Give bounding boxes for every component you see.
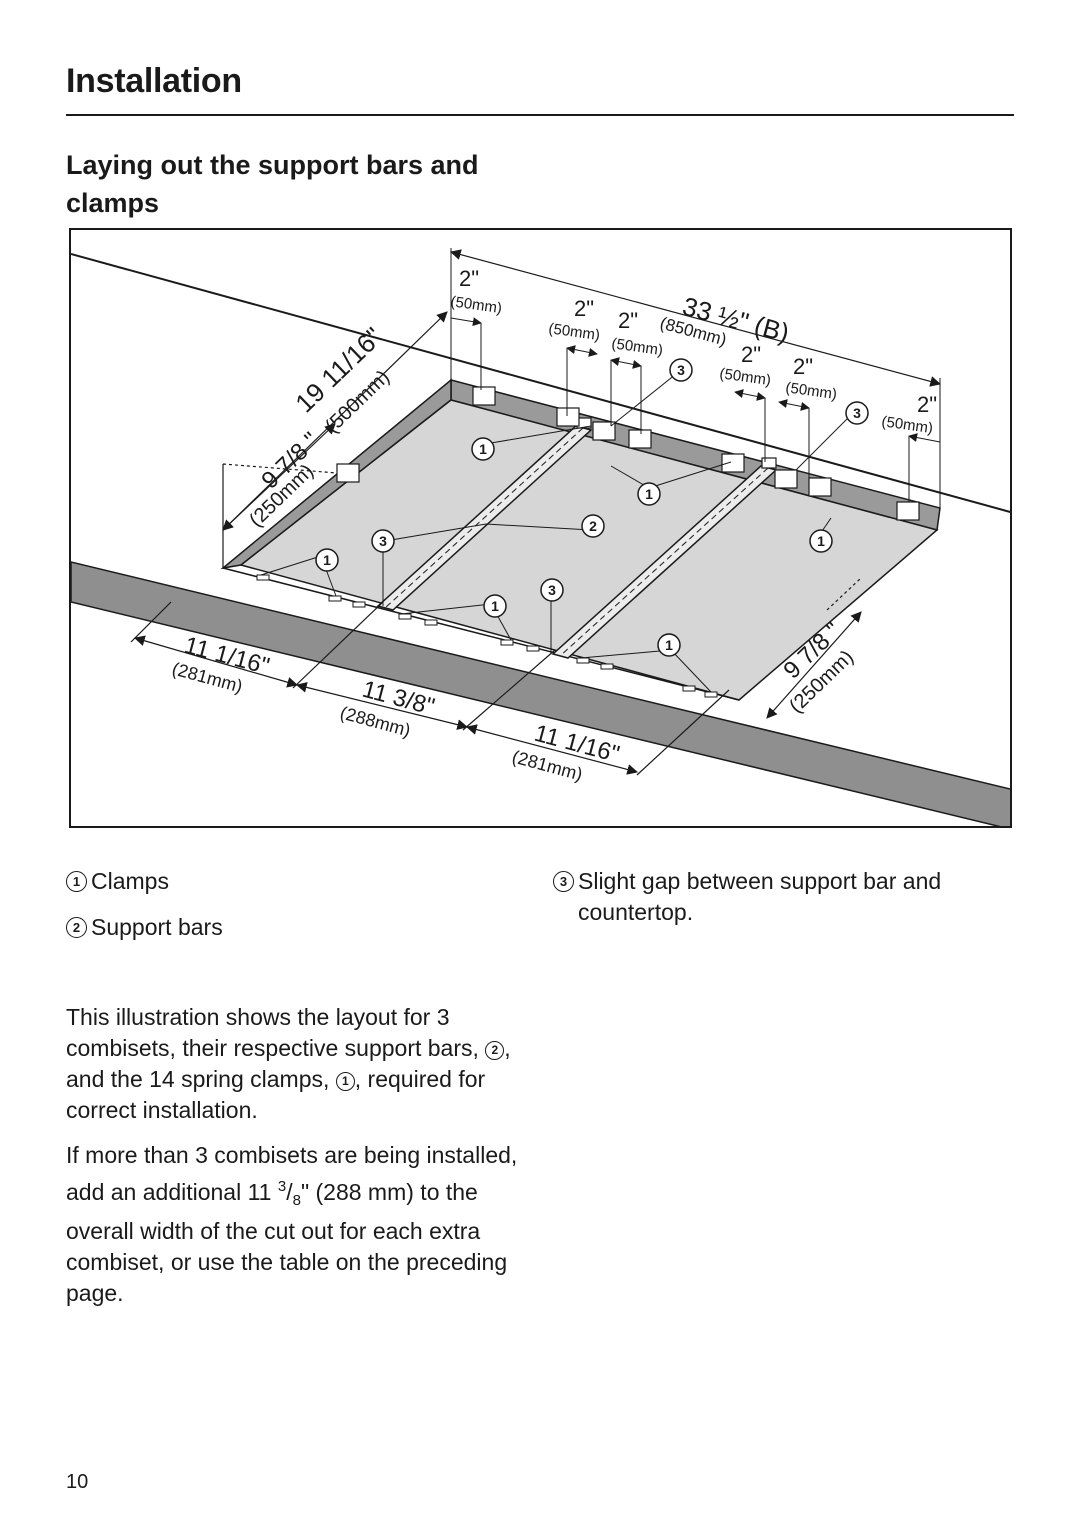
svg-text:3: 3 [677, 362, 685, 378]
callout-1-b: 1 [637, 482, 661, 506]
countertop-front-edge [71, 561, 1010, 826]
callout-numbers: 1 1 1 1 1 1 2 3 3 3 3 [315, 358, 869, 657]
svg-text:(50mm): (50mm) [547, 320, 601, 344]
legend-label: Support bars [91, 914, 223, 940]
svg-text:2": 2" [618, 308, 638, 333]
dimension-clamp-offsets [450, 317, 941, 502]
legend-item-gap: 3 Slight gap between support bar and cou… [553, 866, 1013, 928]
svg-text:3: 3 [853, 405, 861, 421]
svg-text:3: 3 [548, 582, 556, 598]
fraction-denominator: 8 [292, 1192, 301, 1209]
legend-left: 1 Clamps 2 Support bars [66, 866, 506, 958]
legend-item-support-bars: 2 Support bars [66, 912, 506, 943]
svg-text:1: 1 [479, 441, 487, 457]
svg-text:3: 3 [379, 533, 387, 549]
callout-1-a: 1 [471, 437, 495, 461]
svg-text:(50mm): (50mm) [449, 293, 503, 317]
callout-1-e: 1 [483, 594, 507, 618]
callout-3-d: 3 [845, 401, 869, 425]
legend-label: Slight gap between support bar and count… [578, 868, 942, 925]
svg-text:(50mm): (50mm) [610, 335, 664, 359]
legend-right: 3 Slight gap between support bar and cou… [553, 866, 1013, 943]
svg-text:2": 2" [574, 296, 594, 321]
svg-text:1: 1 [491, 598, 499, 614]
svg-text:2: 2 [589, 518, 597, 534]
callout-2: 2 [581, 514, 605, 538]
callout-3-a: 3 [371, 529, 395, 553]
title-rule [66, 114, 1014, 116]
body-paragraph-layout: This illustration shows the layout for 3… [66, 1004, 511, 1123]
diagram-svg: 1 1 1 1 1 1 2 3 3 3 3 33 ½" (B) (850mm) [71, 248, 1010, 826]
callout-3-c: 3 [669, 358, 693, 382]
svg-text:2": 2" [459, 266, 479, 291]
svg-text:2": 2" [741, 342, 761, 367]
svg-text:(50mm): (50mm) [784, 379, 838, 403]
page-number: 10 [66, 1471, 89, 1493]
svg-text:(50mm): (50mm) [718, 365, 772, 389]
legend-item-clamps: 1 Clamps [66, 866, 506, 897]
dimension-right-depth [766, 577, 862, 719]
legend-number: 2 [66, 917, 87, 938]
dimension-front-segments [130, 601, 730, 776]
support-bar-right [551, 457, 778, 659]
svg-text:1: 1 [665, 637, 673, 653]
svg-text:2": 2" [793, 354, 813, 379]
svg-text:1: 1 [645, 486, 653, 502]
inline-callout-1: 1 [335, 1072, 355, 1091]
legend-number: 1 [66, 871, 87, 892]
cutout-front-edge [222, 567, 740, 701]
body-paragraph-extra-combisets: If more than 3 combisets are being insta… [66, 1142, 518, 1306]
dimension-depth [222, 311, 448, 568]
inline-callout-2: 2 [485, 1041, 505, 1060]
callout-1-d: 1 [315, 548, 339, 572]
support-bar-left [376, 417, 593, 611]
svg-text:1: 1 [817, 533, 825, 549]
clamp-marks-front [256, 574, 718, 698]
callout-1-f: 1 [657, 633, 681, 657]
svg-text:2": 2" [917, 392, 937, 417]
page-title: Installation [66, 62, 242, 100]
svg-text:1: 1 [323, 552, 331, 568]
legend-number: 3 [553, 871, 574, 892]
callout-3-b: 3 [540, 578, 564, 602]
fraction-separator: / [286, 1179, 293, 1205]
installation-diagram: 1 1 1 1 1 1 2 3 3 3 3 33 ½" (B) (850mm) [69, 228, 1012, 828]
callout-1-c: 1 [809, 529, 833, 553]
legend-label: Clamps [91, 868, 169, 894]
fraction-numerator: 3 [277, 1178, 287, 1195]
section-heading: Laying out the support bars and clamps [66, 150, 479, 218]
